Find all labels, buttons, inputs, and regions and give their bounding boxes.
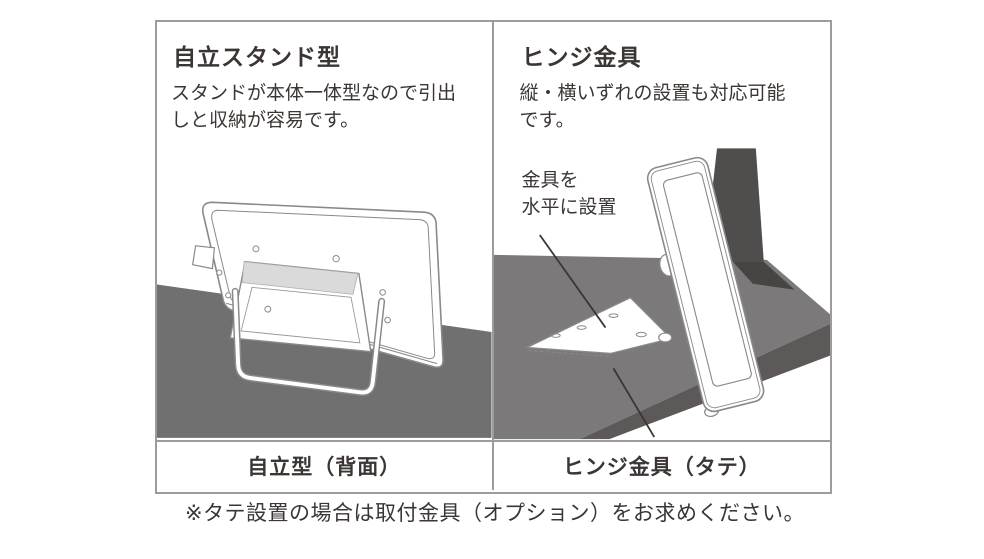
stand-flap-inner-line — [240, 286, 361, 344]
tablet-side-notch — [191, 245, 216, 270]
bracket-slot — [607, 313, 618, 318]
screw-hole — [379, 289, 386, 296]
panel-description-line: です。 — [519, 109, 575, 131]
panel-description-line: スタンドが本体一体型なので引出 — [171, 83, 457, 104]
hinge-bracket-illustration — [493, 148, 830, 440]
bracket-horizontal-annotation: 金具を 水平に設置 — [522, 168, 617, 221]
screw-hole — [216, 269, 223, 276]
panel-right-text: ヒンジ金具 縦・横いずれの設置も対応可能 です。 — [494, 22, 831, 135]
screw-hole — [225, 292, 232, 299]
hinge-knuckle — [657, 332, 672, 343]
panel-standalone-stand: 自立スタンド型 スタンドが本体一体型なので引出 しと収納が容易です。 — [157, 22, 494, 440]
screw-hole — [332, 255, 340, 263]
panel-hinge-bracket: ヒンジ金具 縦・横いずれの設置も対応可能 です。 金具を 水平に設置 — [493, 22, 831, 440]
caption-leader-line — [612, 367, 655, 438]
display-outer-frame — [646, 156, 764, 413]
two-panel-figure: 自立スタンド型 スタンドが本体一体型なので引出 しと収納が容易です。 — [155, 20, 832, 494]
footnote: ※タテ設置の場合は取付金具（オプション）をお求めください。 — [184, 502, 806, 525]
stand-wire-bail — [233, 289, 384, 395]
caption-hinge-vertical: ヒンジ金具（タテ） — [493, 440, 830, 490]
screw-hole — [252, 245, 260, 253]
bracket-slot — [550, 333, 561, 338]
panel-description-line: しと収納が容易です。 — [171, 109, 360, 131]
panel-description-line: 縦・横いずれの設置も対応可能 — [519, 83, 786, 104]
panel-title: ヒンジ金具 — [521, 44, 642, 70]
display-screen — [662, 172, 752, 387]
annotation-line: 水平に設置 — [521, 196, 617, 218]
caption-standalone-back: 自立型（背面） — [157, 440, 494, 490]
bracket-plate-edge — [527, 349, 611, 357]
tablet-back-inner-rim — [211, 209, 436, 360]
screw-hole — [384, 316, 391, 324]
stand-hinge-strip — [241, 261, 359, 295]
display-portrait — [646, 156, 764, 418]
panel-left-text: 自立スタンド型 スタンドが本体一体型なので引出 しと収納が容易です。 — [157, 22, 492, 135]
panel-description: スタンドが本体一体型なので引出 しと収納が容易です。 — [171, 81, 477, 135]
display-edge-line — [650, 160, 760, 409]
annotation-line: 金具を — [521, 170, 579, 191]
bracket-slot — [576, 325, 587, 330]
panel-title: 自立スタンド型 — [173, 44, 341, 70]
pillar-base-shadow — [732, 261, 795, 290]
panel-description: 縦・横いずれの設置も対応可能 です。 — [520, 81, 826, 135]
stand-flap-hole — [264, 305, 272, 313]
table-surface-top — [493, 254, 830, 440]
bracket-slot — [635, 331, 647, 338]
standalone-stand-illustration — [157, 201, 492, 438]
annotation-leader-line — [538, 234, 606, 329]
